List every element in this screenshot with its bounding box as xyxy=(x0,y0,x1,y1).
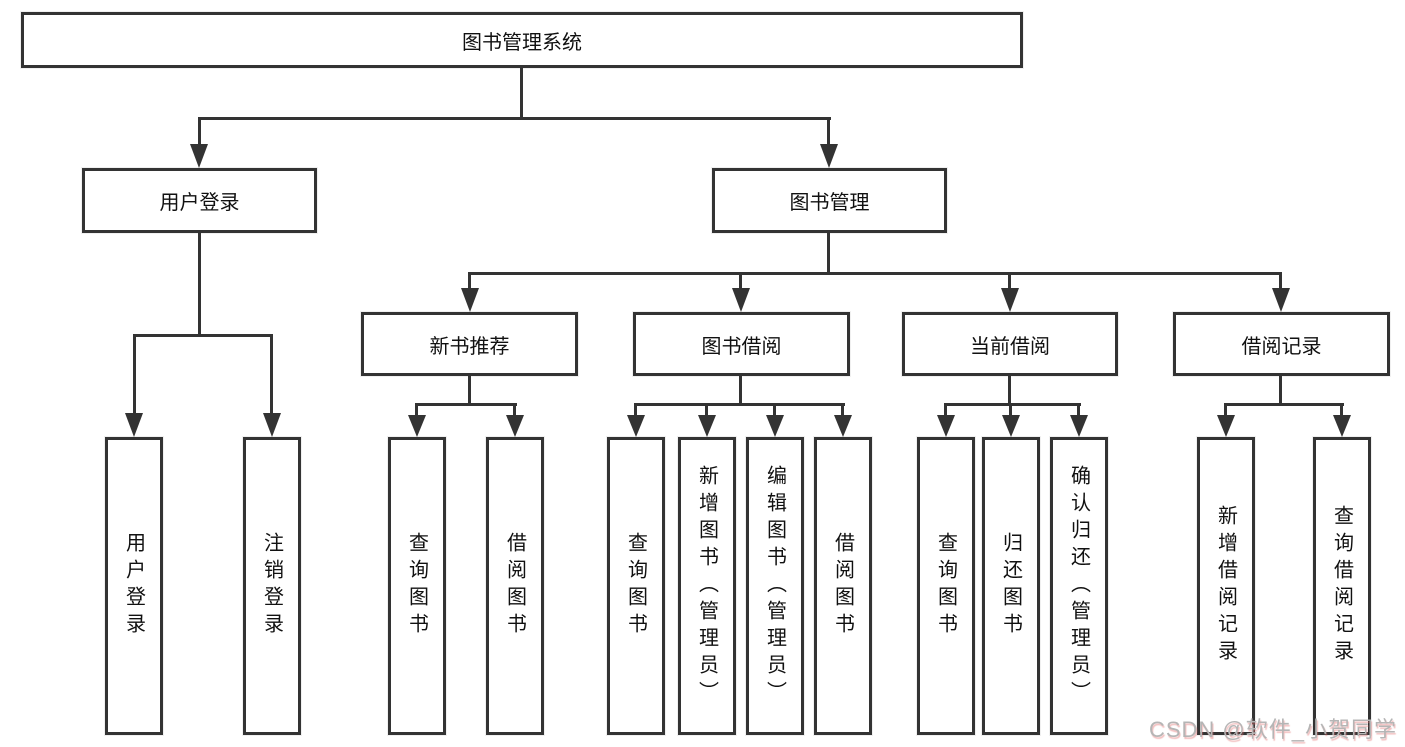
arrow-down-icon xyxy=(834,415,852,437)
connector-line xyxy=(415,403,517,406)
connector-line xyxy=(198,117,831,120)
arrow-down-icon xyxy=(190,144,208,168)
connector-line xyxy=(1008,376,1011,406)
arrow-down-icon xyxy=(937,415,955,437)
connector-line xyxy=(944,403,947,417)
node-query-borrow-record: 查询借阅记录 xyxy=(1313,437,1371,735)
connector-line xyxy=(827,117,830,146)
connector-line xyxy=(198,117,201,146)
arrow-down-icon xyxy=(820,144,838,168)
watermark: CSDN @软件_小贺同学 xyxy=(1148,717,1397,742)
connector-line xyxy=(841,403,844,417)
connector-line xyxy=(133,334,136,415)
connector-line xyxy=(270,334,273,415)
arrow-down-icon xyxy=(408,415,426,437)
arrow-down-icon xyxy=(1333,415,1351,437)
arrow-down-icon xyxy=(1272,288,1290,312)
connector-line xyxy=(513,403,516,417)
connector-line xyxy=(468,272,1282,275)
node-new-book-recommendation: 新书推荐 xyxy=(361,312,578,376)
connector-line xyxy=(468,376,471,406)
arrow-down-icon xyxy=(125,413,143,437)
node-borrowing-records: 借阅记录 xyxy=(1173,312,1390,376)
node-return-books: 归还图书 xyxy=(982,437,1040,735)
arrow-down-icon xyxy=(506,415,524,437)
connector-line xyxy=(1224,403,1227,417)
node-add-book-admin: 新增图书（管理员） xyxy=(678,437,736,735)
node-library-system: 图书管理系统 xyxy=(21,12,1023,68)
arrow-down-icon xyxy=(627,415,645,437)
connector-line xyxy=(1279,376,1282,406)
connector-line xyxy=(1009,403,1012,417)
node-book-management: 图书管理 xyxy=(712,168,947,233)
node-user-login-leaf: 用户登录 xyxy=(105,437,163,735)
connector-line xyxy=(705,403,708,417)
arrow-down-icon xyxy=(263,413,281,437)
connector-line xyxy=(468,272,471,290)
node-book-borrowing: 图书借阅 xyxy=(633,312,850,376)
arrow-down-icon xyxy=(766,415,784,437)
connector-line xyxy=(1224,403,1344,406)
connector-line xyxy=(198,233,201,336)
node-borrow-books: 借阅图书 xyxy=(814,437,872,735)
node-current-borrowing: 当前借阅 xyxy=(902,312,1118,376)
connector-line xyxy=(944,403,1081,406)
node-user-login: 用户登录 xyxy=(82,168,317,233)
connector-line xyxy=(634,403,845,406)
arrow-down-icon xyxy=(1001,288,1019,312)
node-borrow-books: 借阅图书 xyxy=(486,437,544,735)
connector-line xyxy=(739,272,742,290)
connector-line xyxy=(133,334,273,337)
node-query-books: 查询图书 xyxy=(917,437,975,735)
arrow-down-icon xyxy=(461,288,479,312)
connector-line xyxy=(827,233,830,275)
arrow-down-icon xyxy=(698,415,716,437)
connector-line xyxy=(415,403,418,417)
connector-line xyxy=(1077,403,1080,417)
connector-line xyxy=(1279,272,1282,290)
connector-line xyxy=(634,403,637,417)
node-query-books: 查询图书 xyxy=(388,437,446,735)
node-edit-book-admin: 编辑图书（管理员） xyxy=(746,437,804,735)
node-query-books: 查询图书 xyxy=(607,437,665,735)
node-add-borrow-record: 新增借阅记录 xyxy=(1197,437,1255,735)
connector-line xyxy=(520,68,523,119)
connector-line xyxy=(1340,403,1343,417)
node-logout-leaf: 注销登录 xyxy=(243,437,301,735)
arrow-down-icon xyxy=(1002,415,1020,437)
connector-line xyxy=(1008,272,1011,290)
node-confirm-return-admin: 确认归还（管理员） xyxy=(1050,437,1108,735)
arrow-down-icon xyxy=(1217,415,1235,437)
connector-line xyxy=(773,403,776,417)
arrow-down-icon xyxy=(1070,415,1088,437)
connector-line xyxy=(739,376,742,406)
arrow-down-icon xyxy=(732,288,750,312)
